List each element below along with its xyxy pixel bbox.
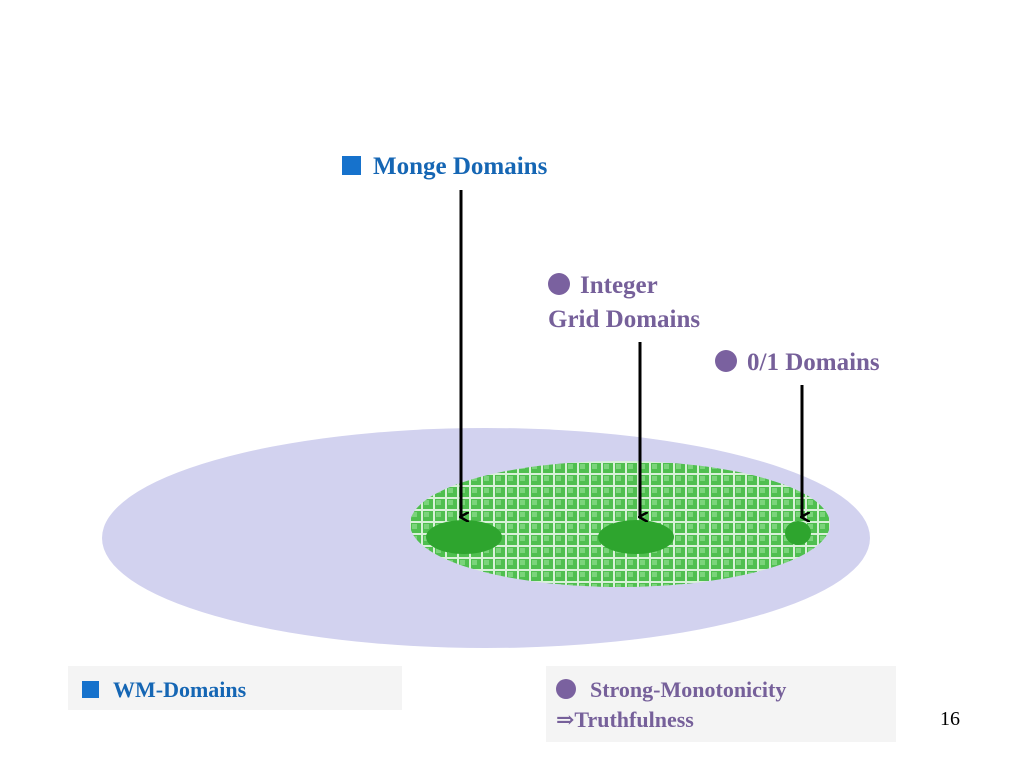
truthfulness-text: ⇒Truthfulness — [556, 707, 694, 732]
purple-circle-bullet-icon — [715, 350, 737, 372]
integer-text: Integer — [580, 272, 658, 299]
integer-grid-domains-blob — [598, 520, 674, 554]
zero-one-domains-label: 0/1 Domains — [715, 346, 880, 380]
purple-circle-bullet-icon — [556, 679, 576, 699]
blue-square-bullet-icon — [82, 681, 99, 698]
wm-domains-legend: WM-Domains — [68, 666, 402, 710]
monge-domains-text: Monge Domains — [373, 153, 548, 180]
integer-grid-domains-label: Integer Grid Domains — [548, 269, 700, 337]
monge-domains-blob — [426, 520, 502, 554]
monge-domains-label: Monge Domains — [342, 150, 547, 184]
wm-domains-text: WM-Domains — [113, 677, 247, 702]
purple-circle-bullet-icon — [548, 273, 570, 295]
strong-monotonicity-legend: Strong-Monotonicity ⇒Truthfulness — [546, 666, 896, 742]
blue-square-bullet-icon — [342, 156, 361, 175]
grid-domains-text: Grid Domains — [548, 306, 701, 333]
zero-one-domains-text: 0/1 Domains — [747, 349, 880, 376]
page-number: 16 — [940, 708, 960, 730]
zero-one-domains-blob — [785, 521, 811, 545]
strong-monotonicity-text: Strong-Monotonicity — [590, 677, 787, 702]
